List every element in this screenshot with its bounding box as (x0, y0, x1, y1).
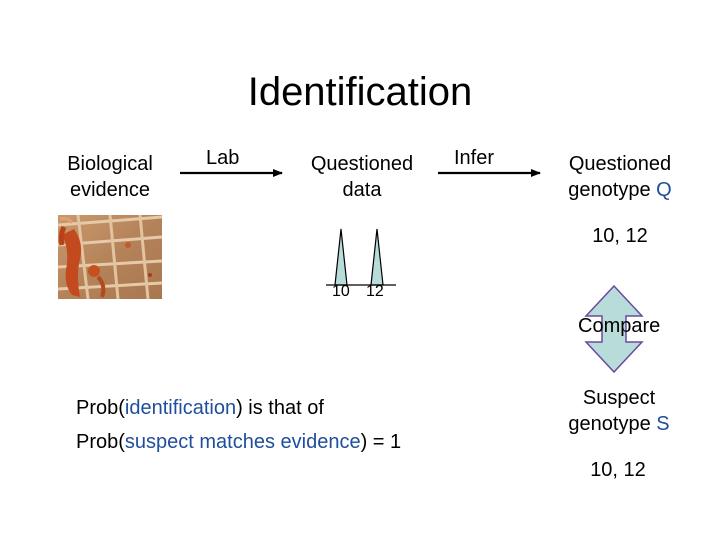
node-questioned-data: Questioned data (296, 151, 428, 203)
probability-statement: Prob(identification) is that of Prob(sus… (76, 391, 401, 459)
node-label-line1: Biological (67, 153, 153, 175)
edge-label-lab: Lab (206, 147, 240, 169)
statement-highlight: suspect matches evidence (124, 431, 361, 453)
peak-label-right: 12 (366, 283, 384, 300)
peak-right (370, 228, 384, 286)
statement-text: Prob( (76, 397, 125, 419)
edge-label-infer: Infer (454, 147, 495, 169)
node-questioned-genotype: Questioned genotype Q (552, 151, 688, 203)
evidence-photo (58, 215, 162, 299)
statement-text: ) = 1 (360, 431, 402, 453)
node-label-line1: Suspect (582, 387, 656, 409)
node-label-line2: genotype Q (552, 177, 688, 203)
diagram-title: Identification (247, 70, 473, 114)
genotype-word: genotype (568, 413, 651, 435)
genotype-letter-s: S (656, 413, 670, 435)
node-label-line1: Questioned (310, 153, 414, 175)
peak-left (334, 228, 348, 286)
node-label-line1: Questioned (568, 153, 672, 175)
node-label-line2: data (342, 179, 382, 201)
statement-highlight: identification (124, 397, 237, 419)
edge-label-compare: Compare (578, 315, 661, 337)
peak-label-left: 10 (332, 283, 350, 300)
node-suspect-genotype: Suspect genotype S (550, 385, 688, 437)
peak-plot (326, 228, 396, 286)
node-label-line2: evidence (69, 179, 151, 201)
node-label-line2: genotype S (550, 411, 688, 437)
node-biological-evidence: Biological evidence (52, 151, 168, 203)
statement-text: ) is that of (236, 397, 324, 419)
statement-line2: Prob(suspect matches evidence) = 1 (76, 425, 401, 459)
genotype-word: genotype (568, 179, 651, 201)
statement-text: Prob( (76, 431, 125, 453)
statement-line1: Prob(identification) is that of (76, 391, 401, 425)
questioned-genotype-values: 10, 12 (592, 225, 648, 247)
genotype-letter-q: Q (656, 179, 672, 201)
suspect-genotype-values: 10, 12 (590, 459, 646, 481)
